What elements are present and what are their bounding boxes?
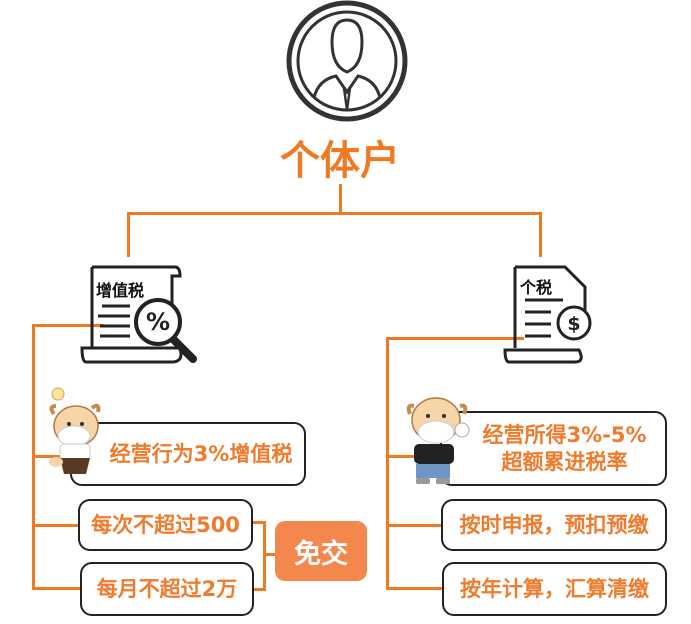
vat-rate-box: 经营行为3%增值税 — [70, 422, 306, 486]
cow-mascot-left-icon — [49, 387, 101, 474]
connector — [32, 455, 72, 458]
connector — [386, 524, 442, 527]
connector — [251, 588, 265, 591]
person-avatar-icon — [286, 0, 408, 122]
timely-filing-text: 按时申报，预扣预缴 — [459, 512, 649, 537]
per-transaction-limit-box: 每次不超过500 — [78, 499, 253, 551]
connector — [539, 212, 542, 257]
connector — [386, 587, 442, 590]
connector — [32, 587, 82, 590]
connector — [386, 455, 416, 458]
annual-settlement-text: 按年计算，汇算清缴 — [460, 576, 649, 601]
connector — [127, 212, 130, 257]
timely-filing-box: 按时申报，预扣预缴 — [441, 499, 667, 551]
connector — [251, 521, 265, 524]
connector — [32, 324, 104, 327]
per-transaction-limit-text: 每次不超过500 — [91, 512, 240, 537]
diagram-title: 个体户 — [280, 138, 400, 184]
connector — [263, 553, 277, 556]
income-tax-icon-label: 个税 — [520, 278, 553, 297]
svg-text:%: % — [146, 308, 170, 336]
monthly-limit-text: 每月不超过2万 — [96, 576, 238, 601]
exempt-badge: 免交 — [275, 521, 367, 581]
income-tax-rate-line2: 超额累进税率 — [501, 449, 628, 474]
income-tax-rate-box: 经营所得3%-5% 超额累进税率 — [440, 411, 667, 486]
connector — [386, 337, 524, 340]
income-tax-rate-line1: 经营所得3%-5% — [482, 422, 647, 447]
cow-mascot-right-icon — [406, 397, 470, 484]
connector — [386, 337, 389, 590]
connector — [339, 184, 342, 214]
connector — [32, 524, 80, 527]
vat-icon-label: 增值税 — [96, 281, 145, 300]
monthly-limit-box: 每月不超过2万 — [80, 562, 254, 616]
connector — [263, 521, 266, 591]
income-tax-document-dollar-icon: $ — [503, 265, 592, 364]
vat-rate-text: 经营行为3%增值税 — [109, 441, 293, 466]
annual-settlement-box: 按年计算，汇算清缴 — [442, 562, 667, 616]
connector — [127, 212, 542, 215]
svg-text:$: $ — [567, 313, 580, 335]
vat-document-magnifier-icon: % — [80, 265, 197, 364]
